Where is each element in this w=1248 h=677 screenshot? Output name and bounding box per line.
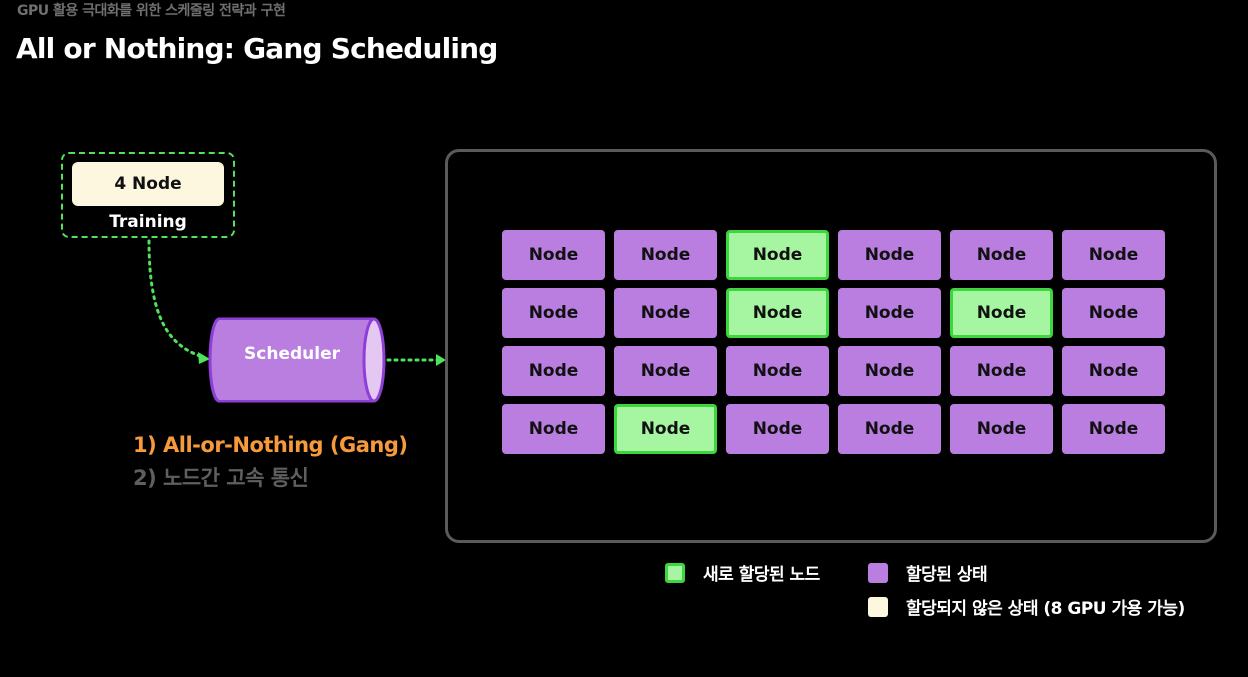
legend-allocated: 할당된 상태	[868, 560, 988, 585]
node-allocated: Node	[726, 346, 829, 396]
node-newly: Node	[950, 288, 1053, 338]
job-to-scheduler-arrow	[147, 239, 202, 358]
scheduler-label: Scheduler	[244, 344, 340, 364]
property-all-or-nothing: 1) All-or-Nothing (Gang)	[133, 433, 408, 457]
property-high-speed-comm: 2) 노드간 고속 통신	[133, 466, 309, 490]
scheduler-to-cluster-arrowhead	[436, 354, 446, 366]
node-allocated: Node	[950, 230, 1053, 280]
legend-free: 할당되지 않은 상태 (8 GPU 가용 가능)	[868, 594, 1185, 619]
legend-newly-label: 새로 할당된 노드	[703, 565, 820, 585]
legend-free-swatch	[868, 596, 888, 617]
job-type-label: Training	[109, 212, 187, 232]
legend-newly-swatch	[665, 562, 685, 583]
slide-title: All or Nothing: Gang Scheduling	[16, 32, 498, 65]
presentation-subtitle: GPU 활용 극대화를 위한 스케줄링 전략과 구현	[17, 3, 286, 19]
node-allocated: Node	[1062, 404, 1165, 454]
cluster-box	[445, 149, 1217, 543]
legend-newly: 새로 할당된 노드	[665, 560, 820, 585]
legend-allocated-label: 할당된 상태	[906, 565, 988, 585]
job-to-scheduler-arrowhead	[198, 352, 210, 364]
node-allocated: Node	[1062, 288, 1165, 338]
legend-free-label: 할당되지 않은 상태 (8 GPU 가용 가능)	[906, 599, 1185, 619]
node-allocated: Node	[502, 346, 605, 396]
node-allocated: Node	[1062, 346, 1165, 396]
node-newly: Node	[726, 288, 829, 338]
node-allocated: Node	[838, 346, 941, 396]
node-allocated: Node	[950, 404, 1053, 454]
node-allocated: Node	[502, 404, 605, 454]
node-allocated: Node	[502, 230, 605, 280]
scheduler-cylinder	[208, 317, 386, 403]
node-allocated: Node	[614, 288, 717, 338]
node-allocated: Node	[838, 288, 941, 338]
node-allocated: Node	[838, 230, 941, 280]
node-allocated: Node	[502, 288, 605, 338]
job-request-box: 4 Node Training	[61, 152, 235, 238]
node-allocated: Node	[950, 346, 1053, 396]
node-newly: Node	[726, 230, 829, 280]
legend-allocated-swatch	[868, 562, 888, 583]
node-allocated: Node	[726, 404, 829, 454]
job-node-count: 4 Node	[72, 162, 224, 206]
node-newly: Node	[614, 404, 717, 454]
node-allocated: Node	[614, 230, 717, 280]
node-allocated: Node	[614, 346, 717, 396]
node-allocated: Node	[1062, 230, 1165, 280]
node-allocated: Node	[838, 404, 941, 454]
